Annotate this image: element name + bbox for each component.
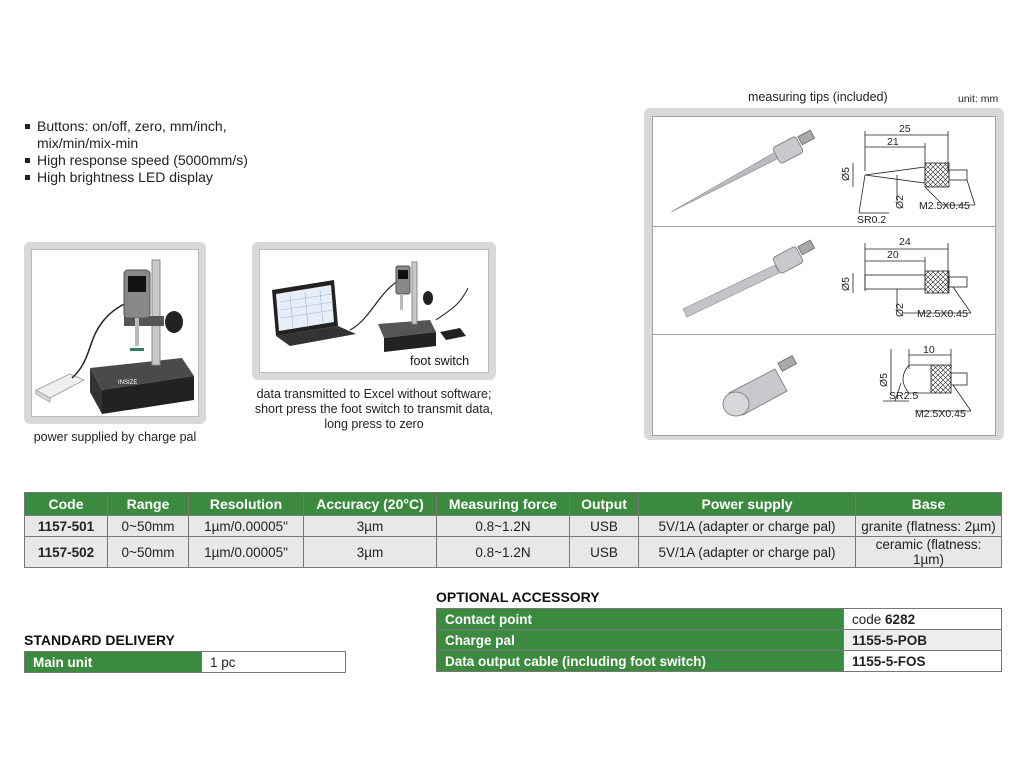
standard-delivery-title: STANDARD DELIVERY bbox=[24, 632, 175, 648]
dim-overall: 25 bbox=[899, 123, 911, 135]
table-row: 1157-501 0~50mm 1µm/0.00005" 3µm 0.8~1.2… bbox=[24, 515, 1002, 537]
cell-output: USB bbox=[569, 515, 639, 537]
height-gauge-stand-image: INSIZE bbox=[34, 259, 194, 414]
cell-resolution: 1µm/0.00005" bbox=[188, 515, 304, 537]
dim-body: 20 bbox=[887, 249, 899, 261]
logo-text: INSIZE bbox=[118, 380, 137, 386]
accessory-row: Charge pal 1155-5-POB bbox=[436, 629, 1002, 651]
accessory-code: 1155-5-POB bbox=[852, 632, 928, 648]
caption-line: data transmitted to Excel without softwa… bbox=[256, 387, 492, 401]
cell-accuracy: 3µm bbox=[303, 515, 437, 537]
caption-line: short press the foot switch to transmit … bbox=[254, 402, 494, 416]
dim-thread: M2.5X0.45 bbox=[919, 200, 970, 212]
tip-1-drawing: 25 21 Ø5 Ø2 SR0.2 M2.5X0.45 bbox=[670, 123, 976, 226]
tip-2-drawing: 24 20 Ø5 Ø2 M2.5X0.45 bbox=[682, 236, 972, 320]
dim-radius: SR0.2 bbox=[857, 214, 886, 226]
dim-overall: 10 bbox=[923, 344, 935, 356]
accessory-name: Data output cable (including foot switch… bbox=[436, 650, 844, 672]
photo-frame-laptop: foot switch bbox=[252, 242, 496, 380]
cell-accuracy: 3µm bbox=[303, 536, 437, 568]
accessory-value: code 6282 bbox=[843, 608, 1002, 630]
col-output: Output bbox=[569, 492, 639, 516]
dim-radius: SR2.5 bbox=[889, 390, 918, 402]
accessory-code: 6282 bbox=[885, 611, 916, 627]
cell-range: 0~50mm bbox=[107, 515, 189, 537]
cell-power-supply: 5V/1A (adapter or charge pal) bbox=[638, 515, 856, 537]
tip-3-drawing: 10 Ø5 SR2.5 M2.5X0.45 bbox=[722, 344, 972, 420]
accessory-name: Charge pal bbox=[436, 629, 844, 651]
accessory-row: Contact point code 6282 bbox=[436, 608, 1002, 630]
cell-measuring-force: 0.8~1.2N bbox=[436, 515, 570, 537]
col-measuring-force: Measuring force bbox=[436, 492, 570, 516]
dim-tip-dia: Ø2 bbox=[894, 195, 906, 209]
dim-tip-dia: Ø2 bbox=[894, 303, 906, 317]
foot-switch-label: foot switch bbox=[410, 354, 470, 368]
accessory-value-prefix: code bbox=[852, 611, 882, 627]
photo-laptop-setup: foot switch bbox=[259, 249, 489, 373]
dim-thread: M2.5X0.45 bbox=[915, 408, 966, 420]
photo-stand: INSIZE bbox=[31, 249, 199, 417]
tip-2-box: 24 20 Ø5 Ø2 M2.5X0.45 bbox=[652, 226, 996, 336]
photo-frame-stand: INSIZE bbox=[24, 242, 206, 424]
dim-dia: Ø5 bbox=[878, 373, 890, 387]
col-resolution: Resolution bbox=[188, 492, 304, 516]
cell-base: granite (flatness: 2µm) bbox=[855, 515, 1002, 537]
spec-table: Code Range Resolution Accuracy (20°C) Me… bbox=[24, 492, 1002, 568]
cell-code: 1157-502 bbox=[24, 536, 108, 568]
optional-accessory-table: Contact point code 6282 Charge pal 1155-… bbox=[436, 608, 1002, 672]
table-row: 1157-502 0~50mm 1µm/0.00005" 3µm 0.8~1.2… bbox=[24, 536, 1002, 568]
accessory-value: 1155-5-FOS bbox=[843, 650, 1002, 672]
dim-dia: Ø5 bbox=[840, 167, 852, 181]
delivery-item-name: Main unit bbox=[24, 651, 202, 673]
cell-range: 0~50mm bbox=[107, 536, 189, 568]
photo-caption-excel: data transmitted to Excel without softwa… bbox=[236, 387, 512, 432]
optional-accessory-title: OPTIONAL ACCESSORY bbox=[436, 589, 600, 605]
feature-item: High response speed (5000mm/s) bbox=[24, 152, 324, 169]
feature-item: Buttons: on/off, zero, mm/inch, bbox=[24, 118, 324, 135]
tip-3-box: 10 Ø5 SR2.5 M2.5X0.45 bbox=[652, 334, 996, 436]
col-code: Code bbox=[24, 492, 108, 516]
pointed-tip-photo bbox=[670, 150, 782, 213]
dim-body: 21 bbox=[887, 136, 899, 148]
feature-list: Buttons: on/off, zero, mm/inch, mix/min/… bbox=[24, 118, 324, 186]
delivery-row: Main unit 1 pc bbox=[24, 651, 346, 673]
col-power-supply: Power supply bbox=[638, 492, 856, 516]
tip-1-box: 25 21 Ø5 Ø2 SR0.2 M2.5X0.45 bbox=[652, 116, 996, 228]
cell-resolution: 1µm/0.00005" bbox=[188, 536, 304, 568]
accessory-name: Contact point bbox=[436, 608, 844, 630]
accessory-code: 1155-5-FOS bbox=[852, 653, 926, 669]
feature-item-continued: mix/min/mix-min bbox=[37, 135, 139, 151]
spec-header-row: Code Range Resolution Accuracy (20°C) Me… bbox=[24, 492, 1002, 516]
delivery-item-qty: 1 pc bbox=[201, 651, 346, 673]
cell-base: ceramic (flatness: 1µm) bbox=[855, 536, 1002, 568]
caption-line: long press to zero bbox=[324, 417, 424, 431]
col-range: Range bbox=[107, 492, 189, 516]
dim-thread: M2.5X0.45 bbox=[917, 308, 968, 320]
dim-overall: 24 bbox=[899, 236, 911, 248]
photo-caption-charge-pal: power supplied by charge pal bbox=[33, 430, 197, 444]
dim-dia: Ø5 bbox=[840, 277, 852, 291]
cell-measuring-force: 0.8~1.2N bbox=[436, 536, 570, 568]
accessory-row: Data output cable (including foot switch… bbox=[436, 650, 1002, 672]
accessory-value: 1155-5-POB bbox=[843, 629, 1002, 651]
cell-code: 1157-501 bbox=[24, 515, 108, 537]
standard-delivery-table: Main unit 1 pc bbox=[24, 651, 346, 673]
cell-power-supply: 5V/1A (adapter or charge pal) bbox=[638, 536, 856, 568]
col-base: Base bbox=[855, 492, 1002, 516]
laptop-gauge-image bbox=[272, 261, 469, 352]
feature-item: High brightness LED display bbox=[24, 169, 324, 186]
tips-unit: unit: mm bbox=[958, 93, 999, 105]
cell-output: USB bbox=[569, 536, 639, 568]
tips-title: measuring tips (included) bbox=[748, 90, 888, 104]
col-accuracy: Accuracy (20°C) bbox=[303, 492, 437, 516]
